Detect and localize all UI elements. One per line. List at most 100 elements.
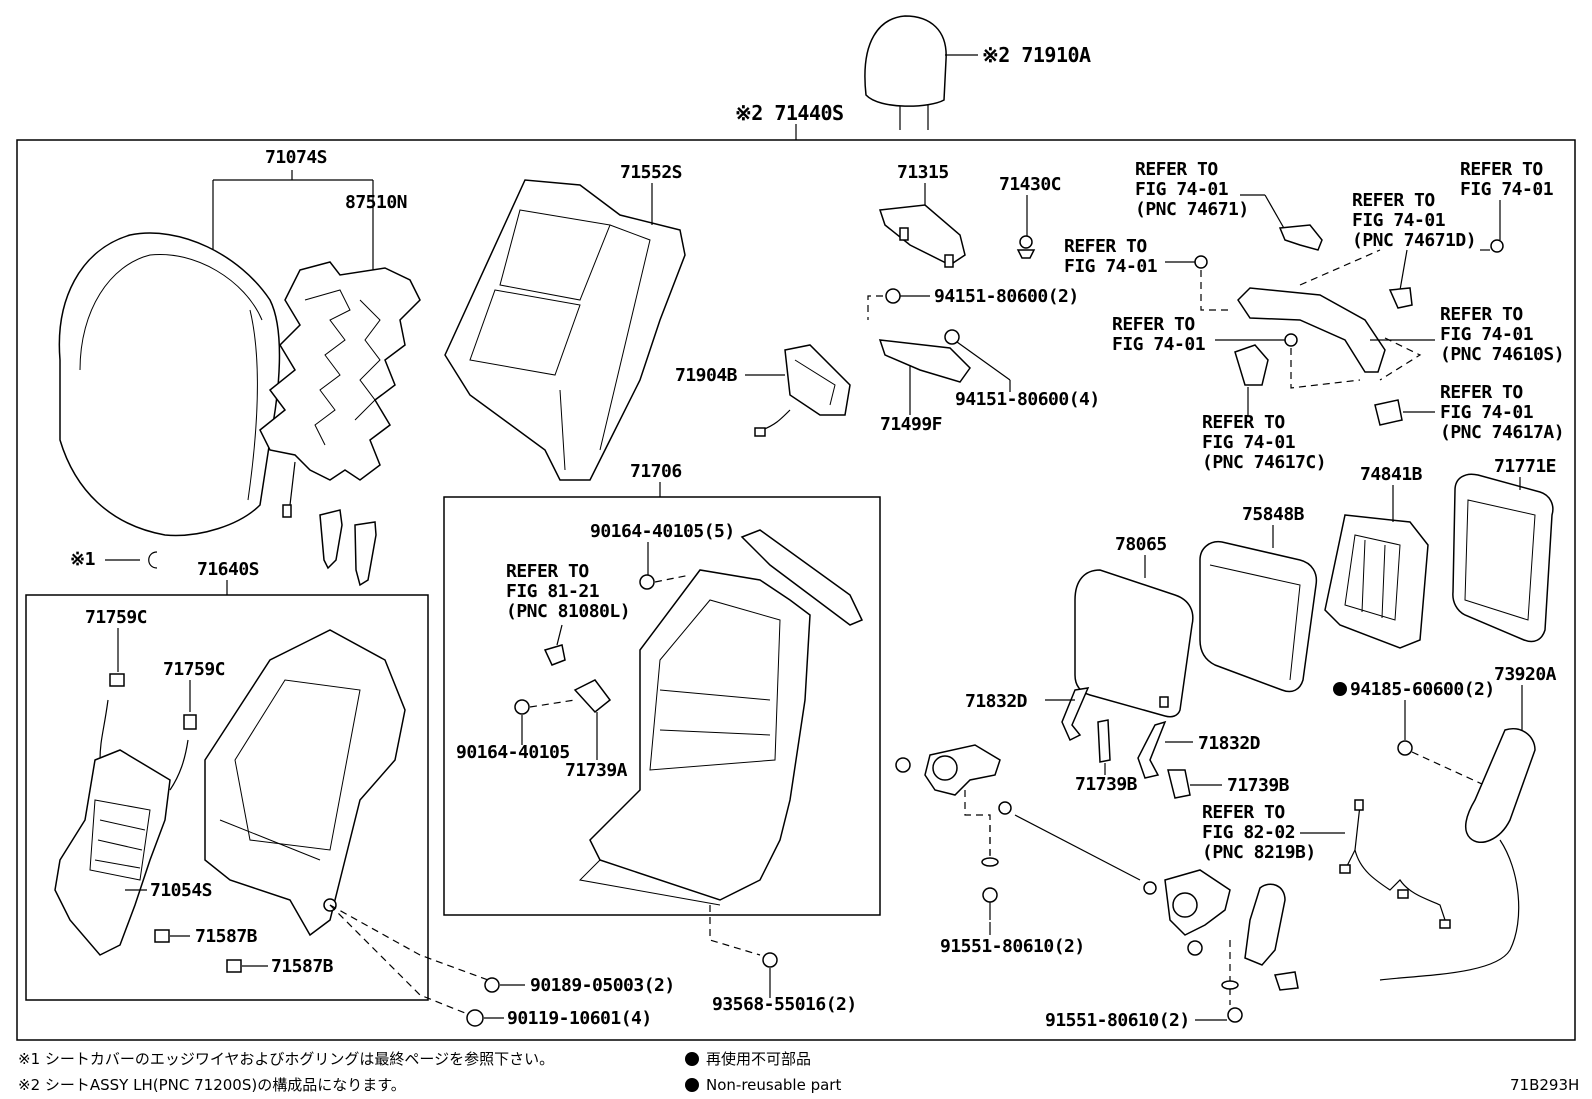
label-71832D-b: 71832D <box>1198 733 1261 754</box>
label-87510N: 87510N <box>345 192 407 213</box>
label-71587B-a: 71587B <box>195 926 258 947</box>
label-91551-b: 91551-80610(2) <box>1045 1010 1190 1031</box>
wire-harness-part <box>1339 799 1451 929</box>
recliner-left-part <box>895 744 1001 796</box>
board-71771E-part <box>1452 473 1554 643</box>
label-71074S: 71074S <box>265 147 327 168</box>
backboard-71706-part <box>578 529 864 906</box>
refer-74671D: REFER TO FIG 74-01 (PNC 74671D) <box>1352 190 1476 251</box>
airbag-73920A-part <box>1379 728 1536 981</box>
backboard-group-box <box>443 496 881 916</box>
connector-part <box>543 644 566 666</box>
legend-en: Non-reusable part <box>706 1076 841 1094</box>
bolt-93568-part <box>762 952 778 968</box>
footnote-1: ※1 シートカバーのエッジワイヤおよびホグリングは最終ページを参照下さい。 <box>18 1050 554 1068</box>
seatback-frame-part <box>204 629 406 937</box>
label-71739B-a: 71739B <box>1075 774 1138 795</box>
board-78065-part <box>1074 569 1194 718</box>
clip-71832D-b-part <box>1137 720 1167 779</box>
cover-74617C-part <box>1234 344 1269 386</box>
legend-jp: 再使用不可部品 <box>706 1050 811 1068</box>
clip-71587B-part <box>154 929 242 973</box>
cap-74671D-part <box>1388 287 1413 309</box>
nut-94185-part <box>1397 740 1413 756</box>
label-71552S: 71552S <box>620 162 682 183</box>
label-74841B: 74841B <box>1360 464 1423 485</box>
label-93568: 93568-55016(2) <box>712 994 857 1015</box>
bolt-91551-b-part <box>1227 1007 1243 1023</box>
refer-74617A: REFER TO FIG 74-01 (PNC 74617A) <box>1440 382 1564 443</box>
nut-90189-part <box>484 977 500 993</box>
label-94185: 94185-60600(2) <box>1350 679 1495 700</box>
label-71587B-b: 71587B <box>271 956 334 977</box>
nut-94151-part <box>885 288 960 345</box>
refer-fig-81-21: REFER TO FIG 81-21 (PNC 81080L) <box>506 561 630 622</box>
label-71706: 71706 <box>630 461 682 482</box>
plate-74841B-part <box>1324 514 1429 649</box>
label-71054S: 71054S <box>150 880 212 901</box>
armrest-74610S-part <box>1237 287 1386 373</box>
clip-71832D-a-part <box>1061 687 1090 742</box>
label-78065: 78065 <box>1115 534 1167 555</box>
clip-71759C-b-part <box>183 714 197 730</box>
refer-74-01-low: REFER TO FIG 74-01 <box>1112 314 1205 355</box>
label-71832D-a: 71832D <box>965 691 1028 712</box>
washer-part <box>998 801 1012 815</box>
footnote-2: ※2 シートASSY LH(PNC 71200S)の構成品になります。 <box>18 1076 406 1094</box>
nonreusable-dot <box>1333 682 1347 696</box>
label-71771E: 71771E <box>1494 456 1556 477</box>
label-91551-a: 91551-80610(2) <box>940 936 1085 957</box>
label-90119: 90119-10601(4) <box>507 1008 652 1029</box>
torsion-rod-part <box>1014 814 1141 881</box>
mark-1: ※1 <box>70 549 95 570</box>
bolt-91551-a-part <box>982 887 998 920</box>
label-94151-4: 94151-80600(4) <box>955 389 1100 410</box>
label-71739B-b: 71739B <box>1227 775 1290 796</box>
label-73920A: 73920A <box>1494 664 1557 685</box>
headrest-label: ※2 71910A <box>982 43 1091 67</box>
label-71739A: 71739A <box>565 760 628 781</box>
lumbar-71904B-part <box>754 344 851 437</box>
refer-74-01-mid: REFER TO FIG 74-01 <box>1064 236 1157 277</box>
label-71759C-b: 71759C <box>163 659 225 680</box>
label-71640S: 71640S <box>197 559 259 580</box>
label-90189: 90189-05003(2) <box>530 975 675 996</box>
label-71430C: 71430C <box>999 174 1061 195</box>
label-94151-2: 94151-80600(2) <box>934 286 1079 307</box>
screw-low <box>1284 333 1298 347</box>
label-75848B: 75848B <box>1242 504 1305 525</box>
clip-71739B-b-part <box>1167 769 1191 799</box>
legend-dot-jp <box>685 1052 699 1066</box>
clip-71739A-part <box>573 679 612 714</box>
motor-part <box>1244 883 1299 991</box>
seatback-cover-part <box>58 232 281 537</box>
screw-mid <box>1194 255 1208 269</box>
label-90164: 90164-40105 <box>456 742 570 763</box>
label-71904B: 71904B <box>675 365 738 386</box>
diagram-code: 71B293H <box>1510 1076 1579 1094</box>
assembly-boundary <box>16 139 1576 1041</box>
cover-74617A-part <box>1374 399 1403 426</box>
board-75848B-part <box>1199 540 1318 693</box>
screw-top-right <box>1490 239 1504 253</box>
plate-71054S-part <box>54 699 189 956</box>
bracket-71499F-part <box>878 339 971 383</box>
label-71315: 71315 <box>897 162 949 183</box>
bolt-90119-part <box>466 1009 484 1027</box>
clip-71739B-a-part <box>1097 719 1111 763</box>
recliner-right-part <box>1143 869 1231 956</box>
refer-fig-82-02: REFER TO FIG 82-02 (PNC 8219B) <box>1202 802 1316 863</box>
clip-71759C-part <box>109 673 125 687</box>
bracket-71315-part <box>878 204 966 268</box>
screw-90164-part <box>514 574 655 715</box>
assembly-label: ※2 71440S <box>735 101 844 125</box>
seatback-pad-part <box>444 179 686 481</box>
label-71499F: 71499F <box>880 414 942 435</box>
clip-71430C-part <box>1016 235 1036 259</box>
label-90164-5: 90164-40105(5) <box>590 521 735 542</box>
refer-74-01-top: REFER TO FIG 74-01 <box>1460 159 1553 200</box>
trim-74671-part <box>1278 224 1323 251</box>
refer-74617C: REFER TO FIG 74-01 (PNC 74617C) <box>1202 412 1326 473</box>
heater-mat-part <box>259 261 421 481</box>
